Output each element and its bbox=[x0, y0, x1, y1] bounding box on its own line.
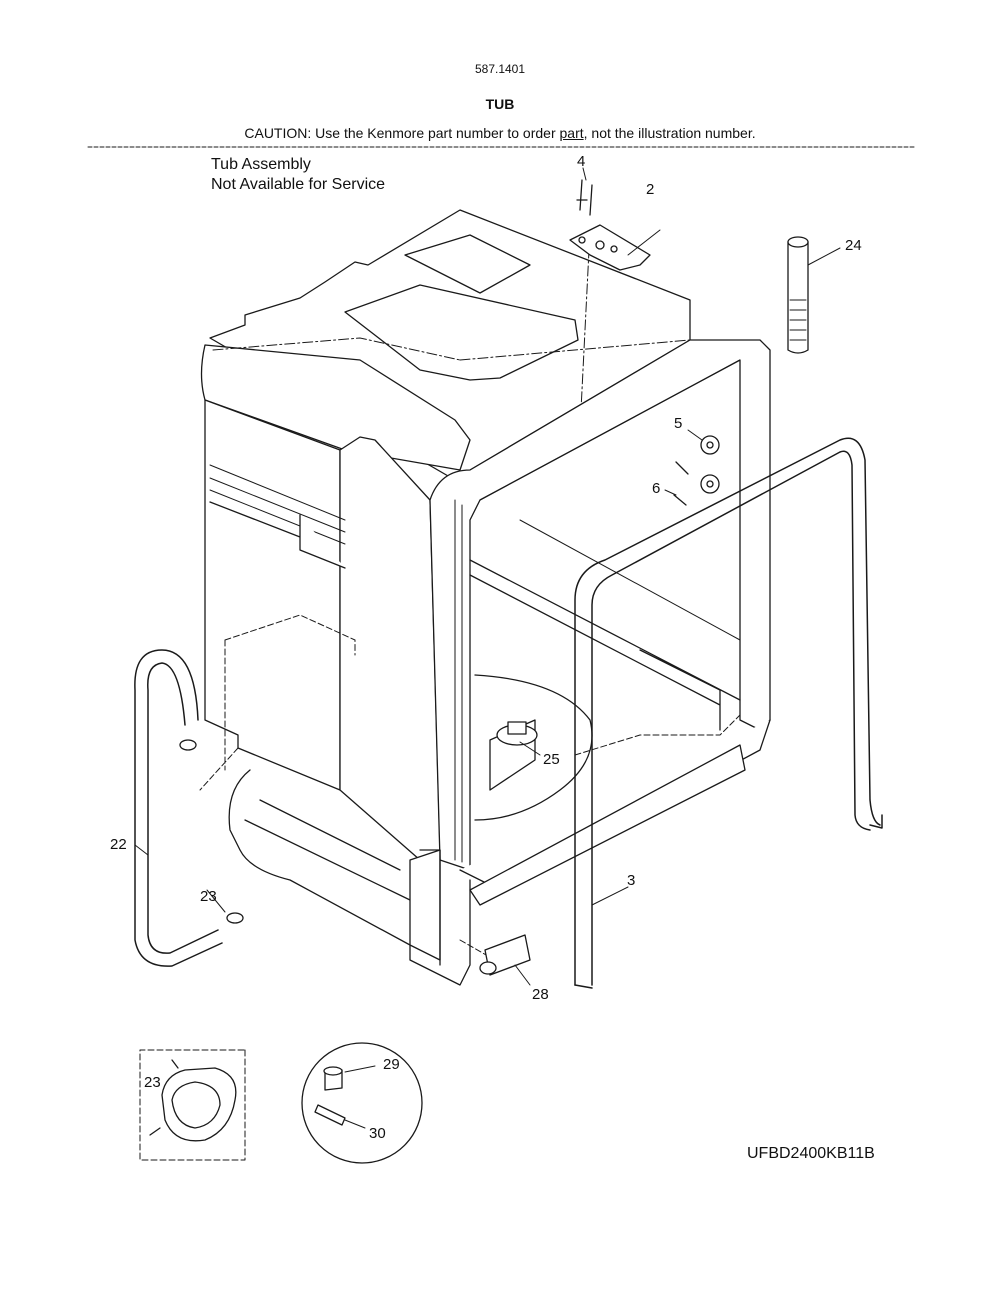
part-23-clamp-icon bbox=[179, 739, 244, 924]
part-25-leader bbox=[519, 741, 541, 756]
part-2-plate-icon bbox=[569, 224, 661, 271]
caution-suffix: , not the illustration number. bbox=[583, 125, 756, 141]
callout-4: 4 bbox=[577, 153, 586, 170]
tub-note-line1: Tub Assembly bbox=[211, 156, 311, 173]
callout-23-inset: 23 bbox=[144, 1074, 161, 1091]
tub-assembly-note: Tub Assembly Not Available for Service bbox=[211, 155, 385, 195]
callout-22: 22 bbox=[110, 836, 127, 853]
callout-6: 6 bbox=[652, 480, 661, 497]
inset-circle-icon bbox=[301, 1042, 423, 1164]
callout-3: 3 bbox=[627, 872, 636, 889]
callout-24: 24 bbox=[845, 237, 862, 254]
sump-assembly bbox=[474, 674, 593, 821]
model-number: 587.1401 bbox=[474, 62, 526, 76]
callout-25: 25 bbox=[543, 751, 560, 768]
part-4-screws-icon bbox=[576, 167, 593, 216]
part-24-plug-icon bbox=[787, 236, 841, 354]
caution-prefix: CAUTION: Use the Kenmore part number to … bbox=[244, 125, 560, 141]
tub-note-line2: Not Available for Service bbox=[211, 176, 386, 193]
dashed-leaders bbox=[139, 614, 741, 1161]
callout-2: 2 bbox=[646, 181, 655, 198]
page-title: TUB bbox=[485, 96, 515, 112]
model-code: UFBD2400KB11B bbox=[747, 1145, 875, 1162]
callout-23: 23 bbox=[200, 888, 217, 905]
callout-30: 30 bbox=[369, 1125, 386, 1142]
inset-clamp-icon bbox=[149, 1059, 237, 1142]
tub-body bbox=[200, 209, 691, 861]
part-28-bracket-icon bbox=[479, 934, 531, 986]
base-frame bbox=[228, 769, 471, 986]
callout-28: 28 bbox=[532, 986, 549, 1003]
part-5-6-fasteners-icon bbox=[664, 429, 720, 506]
caution-note: CAUTION: Use the Kenmore part number to … bbox=[0, 126, 1000, 140]
door-frame bbox=[429, 339, 771, 906]
center-lines bbox=[212, 229, 691, 431]
part-22-drain-hose bbox=[134, 649, 223, 967]
caution-underlined: part bbox=[559, 125, 584, 141]
callout-5: 5 bbox=[674, 415, 683, 432]
part-3-door-gasket bbox=[574, 437, 883, 989]
callout-29: 29 bbox=[383, 1056, 400, 1073]
